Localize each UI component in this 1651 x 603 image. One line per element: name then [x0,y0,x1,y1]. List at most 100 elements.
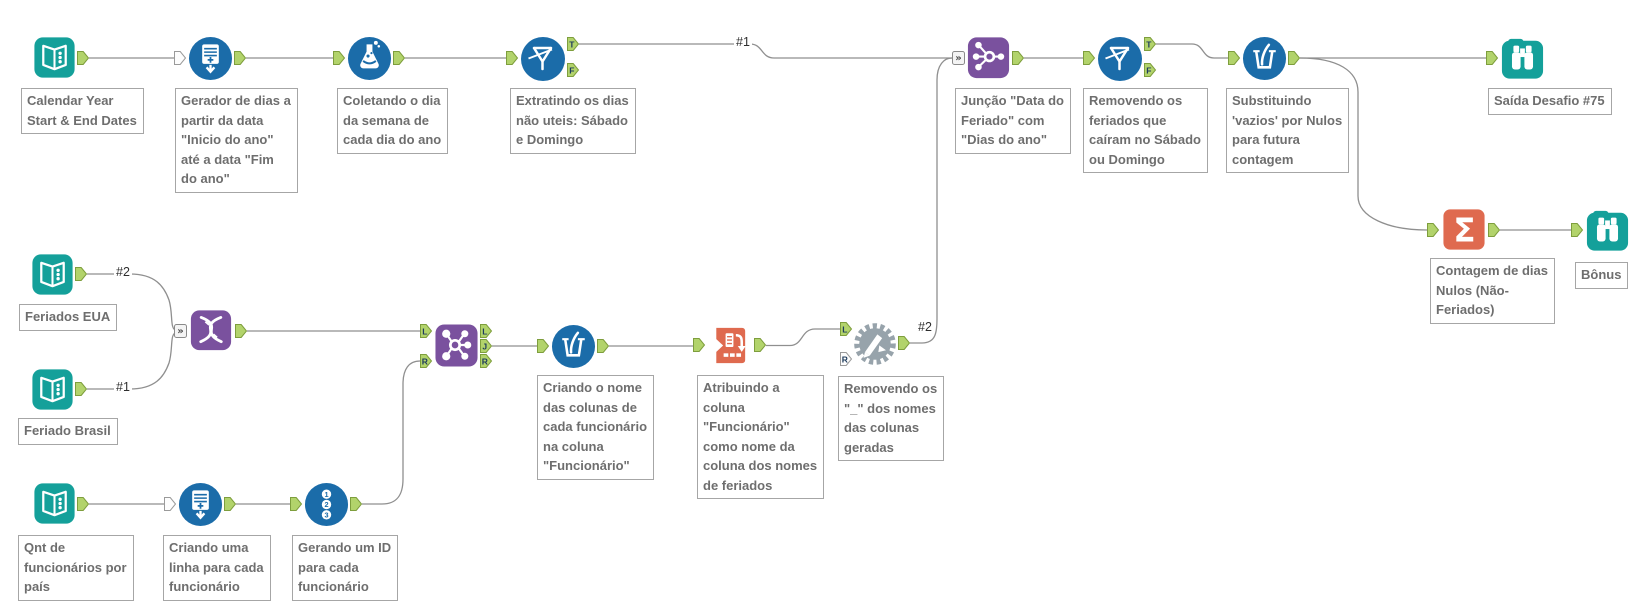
input-data-icon[interactable] [33,36,76,79]
generate-rows-icon[interactable] [178,482,223,527]
connection-wire[interactable] [87,332,176,390]
summarize-icon[interactable] [1441,208,1487,252]
transpose-icon[interactable] [707,323,752,368]
tool-annotation[interactable]: Bônus [1575,262,1629,289]
join-icon[interactable] [434,323,479,368]
input-anchor[interactable] [1427,223,1440,237]
output-anchor[interactable] [393,51,406,65]
svg-text:T: T [569,39,575,49]
output-anchor[interactable] [1012,51,1025,65]
tool-annotation[interactable]: Criando o nome das colunas de cada funci… [537,375,655,480]
input-anchor[interactable] [290,497,303,511]
optional-input-anchor[interactable] [174,51,187,65]
tool-annotation[interactable]: Saída Desafio #75 [1488,88,1612,115]
tool-annotation[interactable]: Feriado Brasil [18,418,118,445]
record-id-icon[interactable] [304,482,349,527]
svg-text:F: F [1146,65,1151,75]
tool-annotation[interactable]: Feriados EUA [19,304,118,331]
input-data-icon[interactable] [33,482,76,525]
union-icon[interactable] [188,309,234,352]
output-anchor[interactable] [1288,51,1301,65]
browse-icon[interactable] [1500,36,1545,80]
svg-text:L: L [842,324,847,334]
output-anchor[interactable] [898,336,911,350]
input-anchor[interactable] [1083,51,1096,65]
input-anchor[interactable] [333,51,346,65]
input-data-icon[interactable] [31,253,74,296]
browse-icon[interactable] [1585,208,1630,252]
multi-input-anchor[interactable]: » [174,324,187,338]
svg-text:L: L [422,326,427,336]
tool-annotation[interactable]: Removendo os feriados que caíram no Sába… [1083,88,1208,173]
connection-wire[interactable] [362,360,421,505]
output-anchor-false[interactable]: F [1144,63,1157,77]
output-anchor[interactable] [77,51,90,65]
input-anchor-right[interactable]: R [840,352,853,366]
tool-annotation[interactable]: Atribuindo a coluna "Funcionário" como n… [697,375,825,499]
input-anchor-left[interactable]: L [840,322,853,336]
output-anchor-false[interactable]: F [567,63,580,77]
multi-field-formula-icon[interactable] [551,324,596,369]
optional-input-anchor[interactable] [164,497,177,511]
tool-annotation[interactable]: Junção "Data do Feriado" com "Dias do an… [955,88,1071,154]
connection-wire[interactable] [1299,57,1428,231]
connection-label: #1 [734,35,752,49]
input-anchor[interactable] [693,338,706,352]
multi-field-formula-icon[interactable] [1242,36,1287,81]
input-anchor-right[interactable]: R [420,354,433,368]
output-anchor-join[interactable]: J [480,339,493,353]
input-anchor-left[interactable]: L [420,324,433,338]
tool-annotation[interactable]: Removendo os "_" dos nomes das colunas g… [838,376,945,461]
svg-text:»: » [955,53,961,64]
connection-wire[interactable] [87,273,176,331]
input-anchor[interactable] [537,339,550,353]
tool-annotation[interactable]: Calendar Year Start & End Dates [21,88,144,134]
output-anchor[interactable] [754,338,767,352]
output-anchor[interactable] [224,497,237,511]
input-anchor[interactable] [1486,51,1499,65]
svg-text:J: J [482,341,487,351]
dynamic-rename-icon[interactable] [853,322,897,366]
output-anchor[interactable] [350,497,363,511]
formula-icon[interactable] [347,36,392,81]
filter-icon[interactable] [1097,36,1143,82]
svg-text:R: R [422,356,428,366]
tool-annotation[interactable]: Gerando um ID para cada funcionário [292,535,399,601]
tool-annotation[interactable]: Gerador de dias a partir da data "Inicio… [175,88,298,193]
output-anchor[interactable] [235,324,248,338]
svg-text:T: T [1146,39,1152,49]
connection-wire[interactable] [766,328,840,347]
connection-wire[interactable] [910,57,953,344]
svg-text:F: F [569,65,574,75]
output-anchor-true[interactable]: T [1144,37,1157,51]
output-anchor-left[interactable]: L [480,324,493,338]
output-anchor[interactable] [234,51,247,65]
connection-wire[interactable] [579,43,952,59]
tool-annotation[interactable]: Extratindo os dias não uteis: Sábado e D… [510,88,636,154]
tool-annotation[interactable]: Coletando o dia da semana de cada dia do… [337,88,449,154]
input-anchor[interactable] [1571,223,1584,237]
output-anchor[interactable] [75,382,88,396]
output-anchor[interactable] [1488,223,1501,237]
output-anchor[interactable] [75,267,88,281]
svg-text:R: R [482,356,488,366]
output-anchor-true[interactable]: T [567,37,580,51]
join-multiple-icon[interactable] [966,36,1011,80]
output-anchor[interactable] [77,497,90,511]
output-anchor-right[interactable]: R [480,354,493,368]
input-anchor[interactable] [506,51,519,65]
generate-rows-icon[interactable] [188,36,233,81]
multi-input-anchor[interactable]: » [952,51,965,65]
tool-annotation[interactable]: Contagem de dias Nulos (Não- Feriados) [1430,258,1555,324]
connection-wire[interactable] [1156,43,1228,59]
tool-annotation[interactable]: Criando uma linha para cada funcionário [163,535,271,601]
filter-icon[interactable] [520,36,566,82]
tool-annotation[interactable]: Qnt de funcionários por país [18,535,134,601]
input-data-icon[interactable] [31,368,74,411]
input-anchor[interactable] [1228,51,1241,65]
output-anchor[interactable] [597,339,610,353]
connection-label: #2 [916,320,934,334]
tool-annotation[interactable]: Substituindo 'vazios' por Nulos para fut… [1226,88,1350,173]
